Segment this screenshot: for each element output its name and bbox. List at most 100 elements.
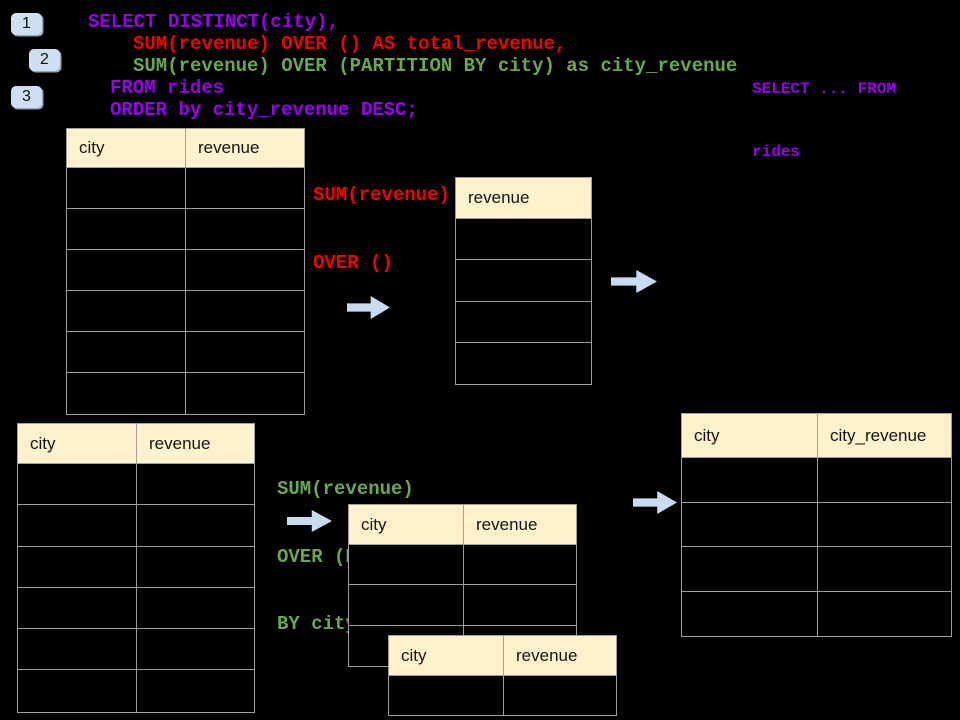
column-header-revenue: revenue [468, 188, 530, 207]
table-cell [682, 547, 818, 591]
sql-line-order: ORDER by city_revenue DESC; [110, 99, 418, 121]
table-row [456, 302, 591, 343]
table-cell [18, 464, 137, 505]
sql-line-from: FROM rides [110, 77, 225, 99]
table-row [456, 260, 591, 302]
callout-total-revenue: SUM(revenue) OVER () [313, 139, 450, 319]
table-header-row: city revenue [389, 636, 616, 676]
column-header-revenue: revenue [149, 433, 211, 453]
table-cell [186, 209, 304, 249]
sql-line-total: SUM(revenue) OVER () AS total_revenue, [133, 33, 567, 55]
column-header-city: city [18, 424, 137, 463]
table-cell [464, 585, 576, 624]
table-cell [67, 168, 186, 208]
table-row [67, 209, 304, 250]
step-badge-3-label: 3 [22, 88, 31, 105]
table-cell [18, 670, 137, 712]
table-header-row: city revenue [67, 129, 304, 168]
table-cell [18, 546, 137, 587]
step-badge-2: 2 [29, 49, 60, 71]
table-cell [67, 332, 186, 372]
note-line-2: rides [752, 143, 801, 161]
table-cell [137, 464, 254, 504]
column-header-city: city [349, 505, 464, 544]
table-cell [504, 676, 616, 715]
step-badge-1-label: 1 [22, 15, 31, 32]
table-header-row: city revenue [18, 424, 254, 464]
table-header-row: revenue [456, 178, 591, 219]
table-cell [67, 250, 186, 290]
table-row [682, 458, 951, 503]
note-line-1: SELECT ... FROM [752, 80, 897, 98]
step-badge-3: 3 [11, 86, 42, 108]
table-cell [137, 670, 254, 711]
table-row [682, 502, 951, 547]
table-cell [18, 505, 137, 546]
table-cell [67, 291, 186, 331]
table-cell [137, 588, 254, 628]
table-row [349, 545, 576, 586]
table-cell [682, 591, 818, 636]
table-row [67, 332, 304, 373]
table-result: city city_revenue [681, 413, 952, 637]
table-total-revenue: revenue [455, 177, 592, 386]
table-cell [818, 458, 951, 502]
column-header-city: city [67, 129, 186, 167]
table-row [349, 585, 576, 626]
table-row [18, 464, 254, 506]
table-cell [389, 676, 504, 715]
table-row [18, 546, 254, 588]
table-row [67, 250, 304, 291]
table-row [67, 168, 304, 209]
table-row [18, 587, 254, 630]
column-header-revenue: revenue [476, 514, 538, 534]
table-header-row: city city_revenue [682, 414, 951, 458]
table-cell [137, 505, 254, 545]
table-source-top: city revenue [66, 128, 305, 415]
table-header-row: city revenue [349, 505, 576, 545]
column-header-revenue: revenue [198, 138, 260, 157]
callout-total-line-2: OVER () [313, 251, 393, 274]
table-cell [682, 458, 818, 502]
table-source-bottom: city revenue [17, 423, 255, 713]
table-row [456, 219, 591, 261]
column-header-revenue: revenue [516, 645, 578, 665]
table-cell [18, 587, 137, 629]
table-row [18, 505, 254, 547]
table-cell [67, 209, 186, 249]
column-header-city-revenue: city_revenue [830, 425, 927, 445]
table-partition-b: city revenue [388, 635, 617, 716]
table-cell [186, 291, 304, 331]
table-row [67, 291, 304, 332]
table-cell [818, 547, 951, 591]
table-cell [186, 373, 304, 414]
table-row [682, 591, 951, 636]
table-cell [456, 219, 591, 259]
note-select-from-rides: SELECT ... FROM rides [752, 37, 896, 205]
table-cell [456, 343, 591, 384]
table-row [682, 547, 951, 592]
table-cell [456, 302, 591, 342]
table-cell [67, 373, 186, 414]
step-badge-2-label: 2 [40, 51, 49, 68]
table-row [18, 670, 254, 712]
callout-partition-line-1: SUM(revenue) [277, 478, 414, 500]
table-row [456, 343, 591, 384]
column-header-city: city [682, 414, 818, 457]
table-cell [464, 545, 576, 584]
column-header-city: city [389, 636, 504, 675]
step-badge-1: 1 [11, 13, 42, 35]
table-cell [137, 629, 254, 669]
arrow-right-icon [611, 270, 657, 293]
callout-total-line-1: SUM(revenue) [313, 184, 450, 206]
table-row [67, 373, 304, 414]
table-cell [818, 503, 951, 547]
sql-line-select: SELECT DISTINCT(city), [88, 11, 339, 33]
table-cell [186, 332, 304, 372]
table-row [18, 629, 254, 671]
table-cell [349, 545, 464, 585]
arrow-right-icon [633, 491, 677, 514]
table-cell [18, 629, 137, 670]
table-cell [186, 250, 304, 290]
